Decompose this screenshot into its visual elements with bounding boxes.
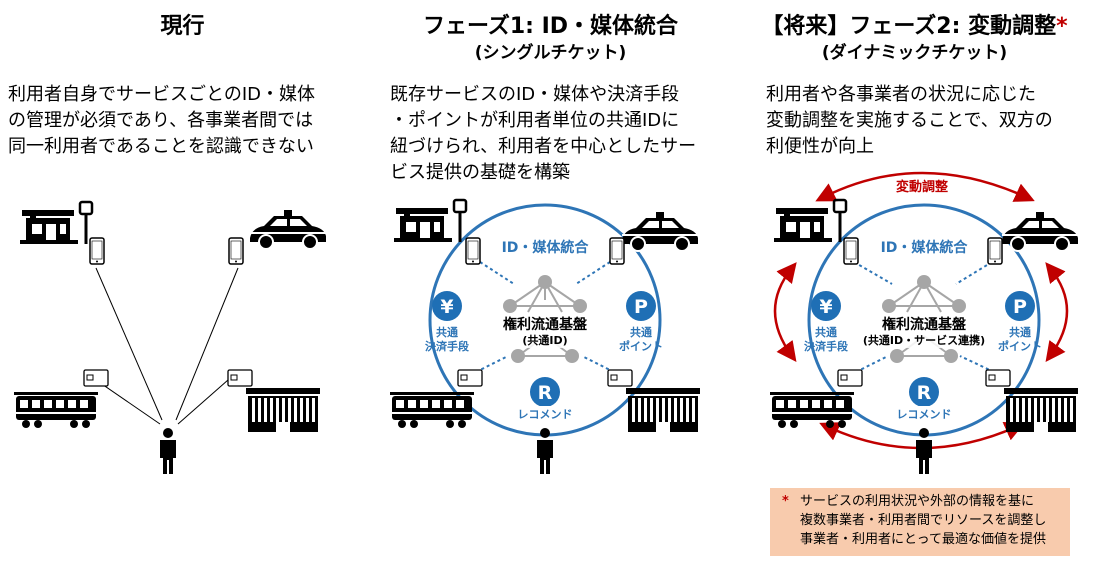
ic-card-icon [457, 369, 483, 387]
store-icon [18, 200, 94, 246]
svg-text:レコメンド: レコメンド [518, 408, 573, 421]
svg-text:P: P [1013, 296, 1027, 318]
column-subtitle: (ダイナミックチケット) [821, 43, 1008, 63]
ring-label: ID・媒体統合 [502, 239, 590, 256]
train-icon [390, 392, 474, 428]
footnote-mark: * [782, 494, 789, 509]
column-description: 既存サービスのID・媒体や決済手段 ・ポイントが利用者単位の共通IDに 紐づけら… [390, 84, 697, 183]
svg-text:決済手段: 決済手段 [804, 339, 848, 353]
lines [95, 267, 239, 425]
building-icon [246, 388, 320, 432]
column-current: 現行 利用者自身でサービスごとのID・媒体 の管理が必須であり、各事業者間では … [0, 0, 365, 564]
column-title: 現行 [160, 14, 205, 39]
svg-text:共通: 共通 [1009, 325, 1031, 339]
smartphone-icon [228, 237, 244, 265]
column-subtitle: (シングルチケット) [474, 43, 627, 63]
svg-text:共通: 共通 [630, 325, 652, 339]
svg-text:¥: ¥ [819, 296, 832, 318]
smartphone-icon [843, 237, 859, 265]
train-icon [14, 392, 98, 428]
svg-text:¥: ¥ [440, 296, 453, 318]
smartphone-icon [987, 237, 1003, 265]
ic-card-icon [607, 369, 633, 387]
svg-text:R: R [538, 382, 553, 404]
ic-card-icon [837, 369, 863, 387]
taxi-icon [249, 209, 327, 250]
ic-card-icon [985, 369, 1011, 387]
phase1-diagram: ID・媒体統合 権利流通基盤 (共通ID) ¥ 共通 決済手段 P 共通 [390, 198, 700, 474]
svg-text:R: R [917, 382, 932, 404]
person-icon [160, 428, 176, 474]
point-icon [1005, 291, 1035, 321]
taxi-icon [621, 211, 699, 252]
recommend-icon [909, 377, 939, 407]
point-icon [626, 291, 656, 321]
svg-text:決済手段: 決済手段 [425, 339, 469, 353]
ic-card-icon [83, 369, 109, 387]
current-diagram [14, 200, 327, 474]
ic-card-icon [227, 369, 253, 387]
smartphone-icon [465, 237, 481, 265]
center-label: 権利流通基盤 [503, 316, 588, 333]
svg-text:共通: 共通 [436, 325, 458, 339]
column-description: 利用者自身でサービスごとのID・媒体 の管理が必須であり、各事業者間では 同一利… [8, 84, 315, 157]
svg-text:レコメンド: レコメンド [897, 408, 952, 421]
building-icon [1004, 388, 1078, 432]
svg-text:ポイント: ポイント [998, 339, 1042, 353]
store-icon [772, 198, 848, 244]
yen-icon [432, 291, 462, 321]
column-phase1: フェーズ1: ID・媒体統合 (シングルチケット) 既存サービスのID・媒体や決… [368, 0, 733, 564]
svg-text:P: P [634, 296, 648, 318]
building-icon [626, 388, 700, 432]
ring-label: ID・媒体統合 [881, 239, 969, 256]
center-sublabel: (共通ID) [522, 333, 567, 347]
adjust-label: 変動調整 [896, 179, 949, 195]
title-asterisk: * [1056, 14, 1068, 39]
recommend-icon [530, 377, 560, 407]
taxi-icon [1001, 211, 1079, 252]
train-icon [770, 392, 854, 428]
column-title: 【将来】フェーズ2: 変動調整* [761, 14, 1068, 39]
column-title: フェーズ1: ID・媒体統合 [422, 14, 679, 39]
footnote-box: * サービスの利用状況や外部の情報を基に 複数事業者・利用者間でリソースを調整し… [770, 488, 1070, 556]
footnote-text: サービスの利用状況や外部の情報を基に 複数事業者・利用者間でリソースを調整し 事… [800, 494, 1047, 547]
smartphone-icon [89, 237, 105, 265]
center-label: 権利流通基盤 [882, 316, 967, 333]
store-icon [392, 198, 468, 244]
column-description: 利用者や各事業者の状況に応じた 変動調整を実施することで、双方の 利便性が向上 [766, 84, 1053, 157]
center-sublabel: (共通ID・サービス連携) [863, 333, 985, 347]
phase2-diagram: 変動調整 ID・媒体統合 権利流通基盤 (共通ID・サービス連携) ¥ 共通 決… [770, 171, 1079, 474]
column-phase2: 【将来】フェーズ2: 変動調整* (ダイナミックチケット) 利用者や各事業者の状… [732, 0, 1097, 564]
svg-text:共通: 共通 [815, 325, 837, 339]
svg-text:ポイント: ポイント [619, 339, 663, 353]
yen-icon [811, 291, 841, 321]
smartphone-icon [609, 237, 625, 265]
